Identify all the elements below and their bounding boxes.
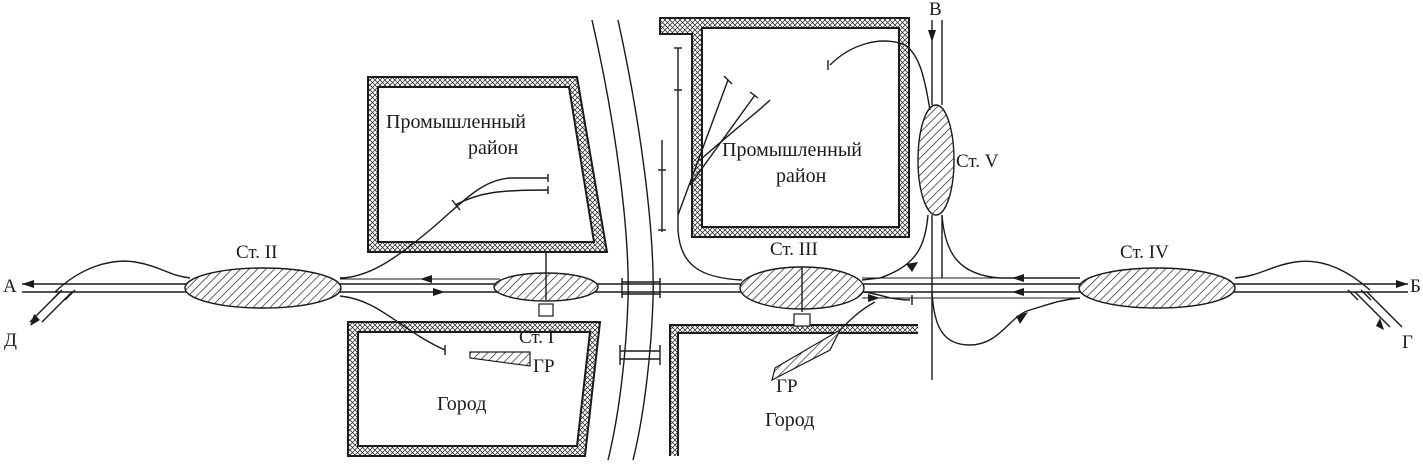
industrial-district-left-label-1: Промышленный	[386, 111, 526, 133]
river	[591, 19, 654, 461]
east-branches	[1234, 260, 1408, 330]
direction-g-label: Г	[1402, 332, 1413, 353]
station-4-label: Ст. IV	[1120, 242, 1169, 263]
direction-v-label: В	[929, 0, 942, 20]
freight-yard-left-label: ГР	[533, 356, 555, 377]
freight-yard-right	[771, 268, 913, 382]
sidings-right-industrial	[658, 40, 931, 281]
city-district-left-label: Город	[437, 393, 486, 415]
industrial-district-right	[659, 17, 910, 238]
city-district-left	[347, 321, 602, 457]
city-district-right-label: Город	[765, 409, 814, 431]
station-2-label: Ст. II	[236, 242, 277, 263]
station-4-shape	[1078, 267, 1236, 309]
industrial-district-left-label-2: район	[468, 137, 519, 159]
direction-d-label: Д	[4, 330, 17, 351]
bridge-main	[621, 278, 661, 298]
sidings-left-industrial	[339, 174, 554, 317]
station-5-connections	[861, 20, 1081, 380]
west-branches	[22, 260, 191, 326]
station-2-shape	[184, 267, 342, 309]
station-3-label: Ст. III	[770, 239, 818, 260]
freight-yard-left	[339, 295, 531, 367]
station-5-shape	[917, 104, 955, 216]
industrial-district-right-label-1: Промышленный	[722, 139, 862, 161]
direction-a-label: А	[3, 276, 17, 297]
industrial-district-left	[367, 76, 609, 253]
bridge-lower	[619, 345, 661, 365]
station-1-label: Ст. I	[519, 327, 554, 348]
direction-b-label: Б	[1410, 276, 1421, 297]
station-5-label: Ст. V	[956, 151, 999, 172]
freight-yard-right-label: ГР	[776, 376, 798, 397]
industrial-district-right-label-2: район	[776, 165, 827, 187]
